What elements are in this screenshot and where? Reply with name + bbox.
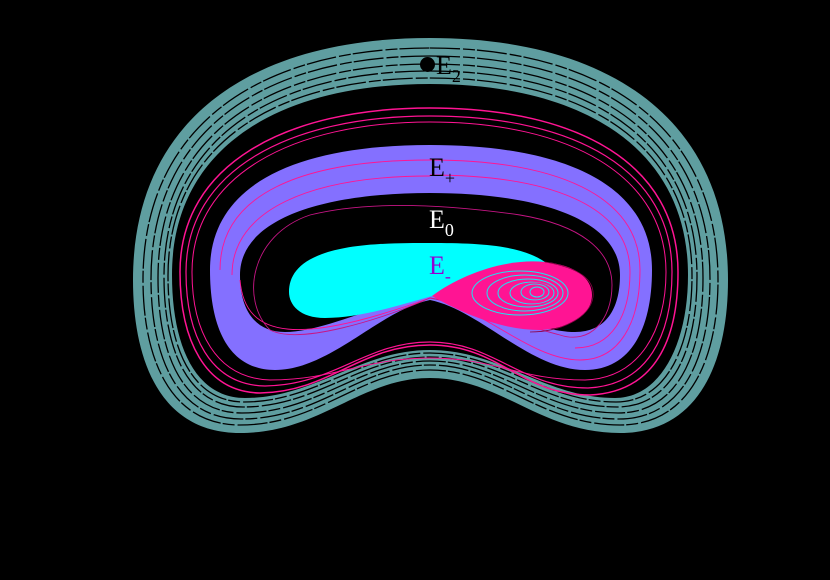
label-eminus-base: E — [429, 251, 445, 280]
label-eplus-base: E — [429, 153, 445, 182]
label-e2-sub: 2 — [451, 66, 461, 86]
equilibrium-label-e0: E0 — [429, 205, 454, 240]
outer-teal-ring — [133, 38, 728, 433]
label-e2-base: E — [436, 51, 452, 80]
lavender-middle-band — [210, 145, 652, 370]
equilibrium-label-eminus: E- — [429, 251, 451, 286]
equilibrium-point-e2-dot — [420, 57, 435, 72]
label-e0-sub: 0 — [444, 220, 454, 240]
label-eplus-sub: + — [444, 168, 456, 188]
equilibrium-label-eplus: E+ — [429, 153, 456, 188]
pink-outer-trajectories — [179, 107, 679, 396]
label-eminus-sub: - — [444, 266, 451, 286]
label-e0-base: E — [429, 205, 445, 234]
cyan-inner-lobe — [289, 243, 545, 318]
equilibrium-label-e2: E2 — [420, 53, 461, 85]
pink-spiral-attractor — [432, 261, 594, 333]
inner-loop-trajectory — [253, 205, 613, 338]
